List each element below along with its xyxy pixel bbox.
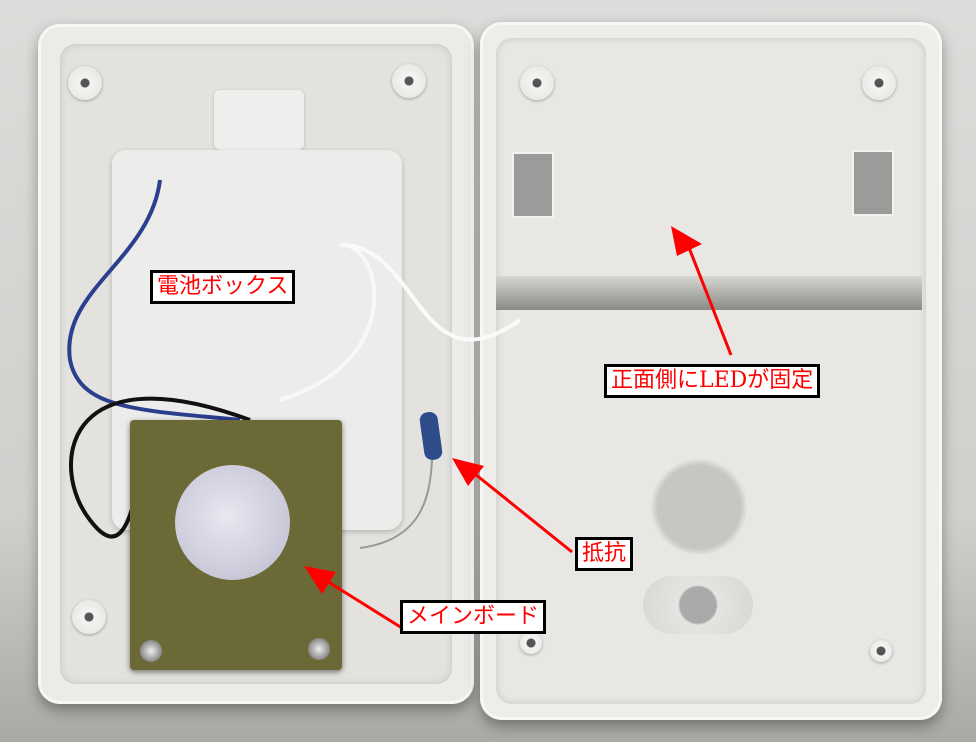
label-battery-box: 電池ボックス [150,270,296,304]
sensor-hole [650,458,748,556]
label-resistor: 抵抗 [575,537,634,571]
screw-boss [520,632,542,654]
screw-boss [72,600,106,634]
mount-hole [643,576,753,634]
screw [308,638,330,660]
label-main-board: メインボード [400,600,547,634]
battery-latch [214,90,304,150]
screw-boss [862,66,896,100]
led-window [852,150,894,216]
led-window [512,152,554,218]
screw [140,640,162,662]
screw-boss [68,66,102,100]
inner-shelf [496,276,922,310]
screw-boss [520,66,554,100]
pir-sensor-lens [175,465,290,580]
label-led-fixed-front: 正面側にLEDが固定 [604,364,821,398]
screw-boss [870,640,892,662]
screw-boss [392,64,426,98]
